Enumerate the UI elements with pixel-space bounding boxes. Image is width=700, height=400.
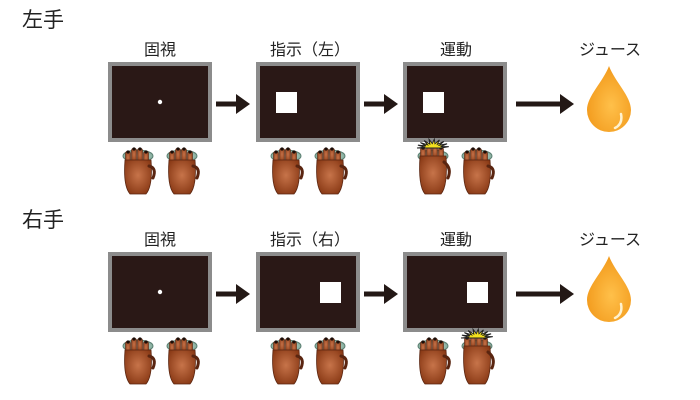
hand-icon <box>166 337 200 385</box>
monitor-screen <box>108 62 212 142</box>
cue-square <box>320 282 341 303</box>
hand-icon <box>270 337 304 385</box>
fixation-point <box>157 289 163 295</box>
monitor-screen <box>403 252 507 332</box>
monitor-screen <box>108 252 212 332</box>
flow-arrow <box>364 284 398 304</box>
step-label-fixation: 固視 <box>143 230 177 249</box>
monitor-screen <box>403 62 507 142</box>
monitor-screen <box>256 252 360 332</box>
flow-arrow <box>516 94 574 114</box>
flow-arrow <box>516 284 574 304</box>
step-label-movement: 運動 <box>439 230 473 249</box>
juice-drop-icon <box>587 256 631 322</box>
flow-arrow <box>364 94 398 114</box>
monitor-screen <box>256 62 360 142</box>
hand-icon <box>314 337 348 385</box>
hand-icon <box>417 337 451 385</box>
row-title-left-hand: 左手 <box>22 8 64 32</box>
juice-drop-icon <box>587 66 631 132</box>
hand-icon <box>122 337 156 385</box>
fixation-point <box>157 99 163 105</box>
hand-icon <box>122 147 156 195</box>
hand-icon <box>416 137 451 195</box>
step-label-movement: 運動 <box>439 40 473 59</box>
hand-icon <box>166 147 200 195</box>
step-label-fixation: 固視 <box>143 40 177 59</box>
step-label-juice: ジュース <box>578 40 642 59</box>
step-label-cue: 指示（右） <box>269 230 351 249</box>
touch-burst-icon <box>416 137 449 149</box>
cue-square <box>276 92 297 113</box>
flow-arrow <box>216 94 250 114</box>
step-label-cue: 指示（左） <box>269 40 351 59</box>
flow-arrow <box>216 284 250 304</box>
cue-square <box>423 92 444 113</box>
row-title-right-hand: 右手 <box>22 208 64 232</box>
touch-burst-icon <box>460 327 493 339</box>
cue-square <box>467 282 488 303</box>
hand-icon <box>314 147 348 195</box>
hand-icon <box>270 147 304 195</box>
step-label-juice: ジュース <box>578 230 642 249</box>
hand-icon <box>460 327 495 385</box>
hand-icon <box>461 147 495 195</box>
